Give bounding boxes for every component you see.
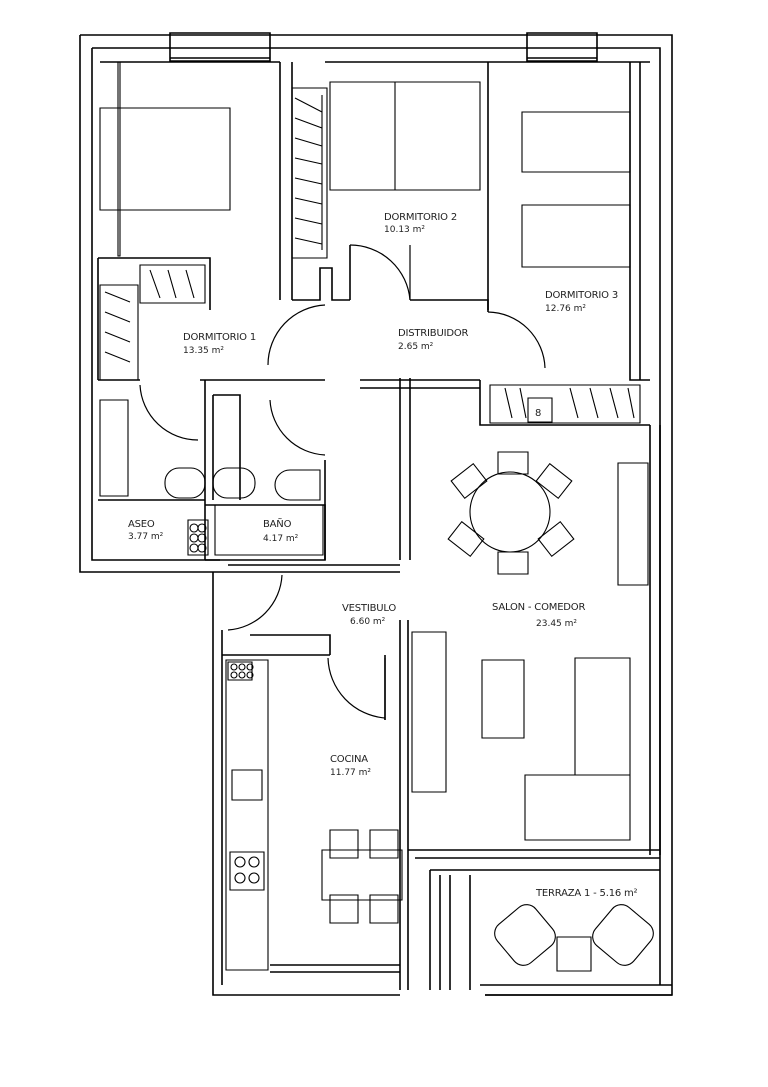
room-area-distribuidor: 2.65 m² <box>398 342 434 352</box>
room-area-aseo: 3.77 m² <box>128 532 164 542</box>
room-area-salon-comedor: 23.45 m² <box>536 619 577 629</box>
walls <box>80 33 672 995</box>
doors <box>140 245 545 720</box>
room-area-bano: 4.17 m² <box>263 534 299 544</box>
room-name-dormitorio-3: DORMITORIO 3 <box>545 290 618 301</box>
room-area-dormitorio-3: 12.76 m² <box>545 304 586 314</box>
room-name-dormitorio-2: DORMITORIO 2 <box>384 212 457 223</box>
room-labels: DORMITORIO 2 10.13 m² DORMITORIO 3 12.76… <box>128 212 638 899</box>
room-name-cocina: COCINA <box>330 754 368 765</box>
furniture <box>100 62 658 971</box>
room-area-dormitorio-2: 10.13 m² <box>384 225 425 235</box>
room-name-aseo: ASEO <box>128 519 155 530</box>
room-name-bano: BAÑO <box>263 517 292 530</box>
room-area-vestibulo: 6.60 m² <box>350 617 386 627</box>
wardrobes <box>100 88 640 423</box>
room-area-cocina: 11.77 m² <box>330 768 371 778</box>
room-name-distribuidor: DISTRIBUIDOR <box>398 328 469 339</box>
room-name-terraza-1: TERRAZA 1 - 5.16 m² <box>535 888 638 899</box>
room-name-vestibulo: VESTIBULO <box>342 603 396 614</box>
room-area-dormitorio-1: 13.35 m² <box>183 346 224 356</box>
wardrobe-number: 8 <box>535 408 541 419</box>
room-name-salon-comedor: SALON - COMEDOR <box>492 602 585 613</box>
room-name-dormitorio-1: DORMITORIO 1 <box>183 332 256 343</box>
